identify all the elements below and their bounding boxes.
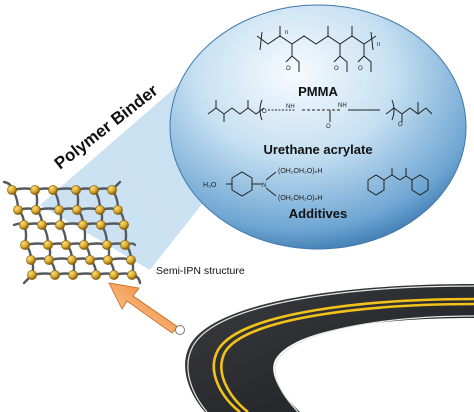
network-node bbox=[68, 270, 78, 280]
semi-ipn-network bbox=[2, 180, 142, 285]
svg-text:N: N bbox=[262, 183, 266, 189]
network-node bbox=[19, 220, 29, 230]
network-node bbox=[72, 205, 82, 215]
svg-text:O: O bbox=[334, 66, 339, 72]
svg-text:NH: NH bbox=[338, 103, 347, 109]
component-label-additives: Additives bbox=[289, 206, 348, 221]
network-node bbox=[61, 240, 71, 250]
svg-text:O: O bbox=[398, 122, 403, 128]
network-node bbox=[91, 270, 101, 280]
network-node bbox=[96, 220, 106, 230]
pmma-structure bbox=[256, 26, 377, 72]
network-node bbox=[109, 270, 119, 280]
molecule-sphere: n n O O O PMMA O NH NH O O Urethane acry… bbox=[169, 4, 467, 250]
network-node bbox=[26, 255, 36, 265]
network-node bbox=[120, 240, 130, 250]
highway-road bbox=[185, 284, 474, 412]
network-node bbox=[102, 240, 112, 250]
network-node bbox=[89, 185, 99, 195]
chem-text-chain-lower: (OH₂OH₂O)ₙH bbox=[278, 195, 322, 202]
network-node bbox=[127, 270, 137, 280]
network-node bbox=[78, 220, 88, 230]
network-node bbox=[48, 185, 58, 195]
network-node bbox=[13, 205, 23, 215]
svg-text:O: O bbox=[326, 124, 331, 130]
network-node bbox=[7, 185, 17, 195]
network-node bbox=[113, 205, 123, 215]
network-node bbox=[85, 255, 95, 265]
urethane-acrylate-structure bbox=[207, 99, 433, 122]
network-node bbox=[27, 270, 37, 280]
chem-text-ho-group: H₃O bbox=[203, 182, 217, 189]
network-node bbox=[50, 270, 60, 280]
svg-text:n: n bbox=[377, 42, 380, 48]
network-node bbox=[95, 205, 105, 215]
svg-text:n: n bbox=[285, 30, 288, 36]
network-node bbox=[103, 255, 113, 265]
network-node bbox=[79, 240, 89, 250]
svg-text:O: O bbox=[358, 66, 363, 72]
network-node bbox=[119, 220, 129, 230]
svg-text:O: O bbox=[286, 66, 291, 72]
chem-text-chain-upper: (OH₂OH₂O)ₙH bbox=[278, 168, 322, 175]
svg-text:O: O bbox=[262, 109, 267, 115]
network-node bbox=[54, 205, 64, 215]
network-node bbox=[20, 240, 30, 250]
network-node bbox=[67, 255, 77, 265]
component-label-pmma: PMMA bbox=[298, 84, 338, 99]
network-node bbox=[31, 205, 41, 215]
network-node bbox=[37, 220, 47, 230]
arrow-icon bbox=[108, 282, 185, 335]
additive-structure-diketone bbox=[367, 168, 429, 196]
network-node bbox=[43, 240, 53, 250]
network-node bbox=[30, 185, 40, 195]
svg-text:NH: NH bbox=[286, 104, 295, 110]
network-node bbox=[44, 255, 54, 265]
component-label-urethane-acrylate: Urethane acrylate bbox=[263, 142, 372, 157]
network-node bbox=[107, 185, 117, 195]
semi-ipn-structure-label: Semi-IPN structure bbox=[156, 265, 245, 277]
network-node bbox=[126, 255, 136, 265]
network-node bbox=[55, 220, 65, 230]
network-node bbox=[71, 185, 81, 195]
additive-structure-amine bbox=[226, 171, 277, 197]
